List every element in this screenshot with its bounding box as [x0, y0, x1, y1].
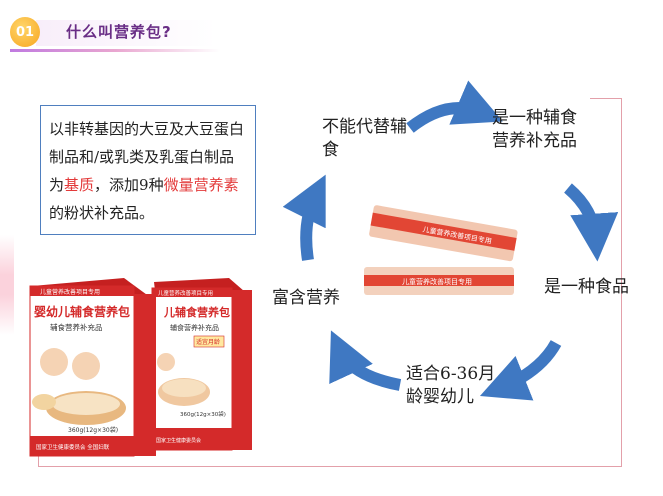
page-title: 什么叫营养包?: [66, 23, 172, 41]
box-back-banner: 儿童营养改善项目专用: [158, 289, 213, 297]
box-front-banner: 儿童营养改善项目专用: [40, 288, 100, 296]
definition-text: ，添加9种: [94, 176, 164, 194]
product-box-back: 儿童营养改善项目专用 儿辅食营养包 辅食营养补充品 适宜月龄 360g(12g×…: [151, 278, 252, 451]
box-back-footer: 国家卫生健康委员会: [156, 437, 201, 444]
box-back-subtitle: 辅食营养补充品: [170, 323, 219, 332]
frame-line-right: [621, 98, 622, 466]
box-back-product-name: 儿辅食营养包: [163, 305, 230, 319]
definition-highlight-base: 基质: [64, 176, 95, 194]
frame-line-top: [590, 98, 622, 99]
box-front-net-weight: 360g(12g×30袋): [68, 426, 118, 434]
arrow-bottom-right: [479, 339, 562, 401]
cycle-label-supplement: 是一种辅食营养补充品: [492, 108, 577, 151]
sachet-bottom-label: 儿童营养改善项目专用: [402, 277, 472, 286]
frame-line-bottom: [38, 466, 622, 467]
definition-text: 的粉状补充品。: [49, 204, 155, 222]
product-box-front: 儿童营养改善项目专用 婴幼儿辅食营养包 辅食营养补充品 360g(12g×30袋…: [29, 278, 156, 457]
sachet-top: 儿童营养改善项目专用: [369, 205, 518, 262]
section-number-badge: 01: [10, 17, 40, 47]
arrow-left: [282, 174, 326, 261]
product-boxes-illustration: 儿童营养改善项目专用 儿辅食营养包 辅食营养补充品 适宜月龄 360g(12g×…: [29, 278, 252, 457]
arrow-right: [563, 183, 619, 262]
arrow-bottom-left: [329, 330, 402, 391]
definition-highlight-micronutrients: 微量营养素: [163, 176, 239, 194]
cycle-label-food: 是一种食品: [544, 277, 629, 297]
cycle-label-nutrition: 富含营养: [272, 288, 340, 308]
arrow-top: [406, 80, 503, 133]
box-front-subtitle: 辅食营养补充品: [50, 322, 103, 332]
definition-box: 以非转基因的大豆及大豆蛋白制品和/或乳类及乳蛋白制品为基质，添加9种微量营养素的…: [40, 105, 256, 235]
decorative-pink-strip: [0, 235, 14, 335]
sachets-illustration: 儿童营养改善项目专用 儿童营养改善项目专用: [364, 205, 518, 295]
box-back-net-weight: 360g(12g×30袋): [180, 410, 226, 418]
definition-text: 以非转基因的大豆及大豆蛋白制品和/或乳类及乳蛋白制品为: [49, 120, 245, 194]
cycle-label-not-replacement: 不能代替辅食: [322, 117, 407, 160]
sachet-bottom: 儿童营养改善项目专用: [364, 267, 514, 295]
title-underline: [10, 49, 220, 52]
cycle-label-age-range: 适合6-36月龄婴幼儿: [406, 364, 496, 407]
title-bar-background: [36, 20, 216, 46]
box-front-product-name: 婴幼儿辅食营养包: [34, 304, 130, 319]
box-front-footer: 国家卫生健康委员会 全国妇联: [36, 443, 110, 451]
box-back-badge: 适宜月龄: [196, 338, 220, 346]
